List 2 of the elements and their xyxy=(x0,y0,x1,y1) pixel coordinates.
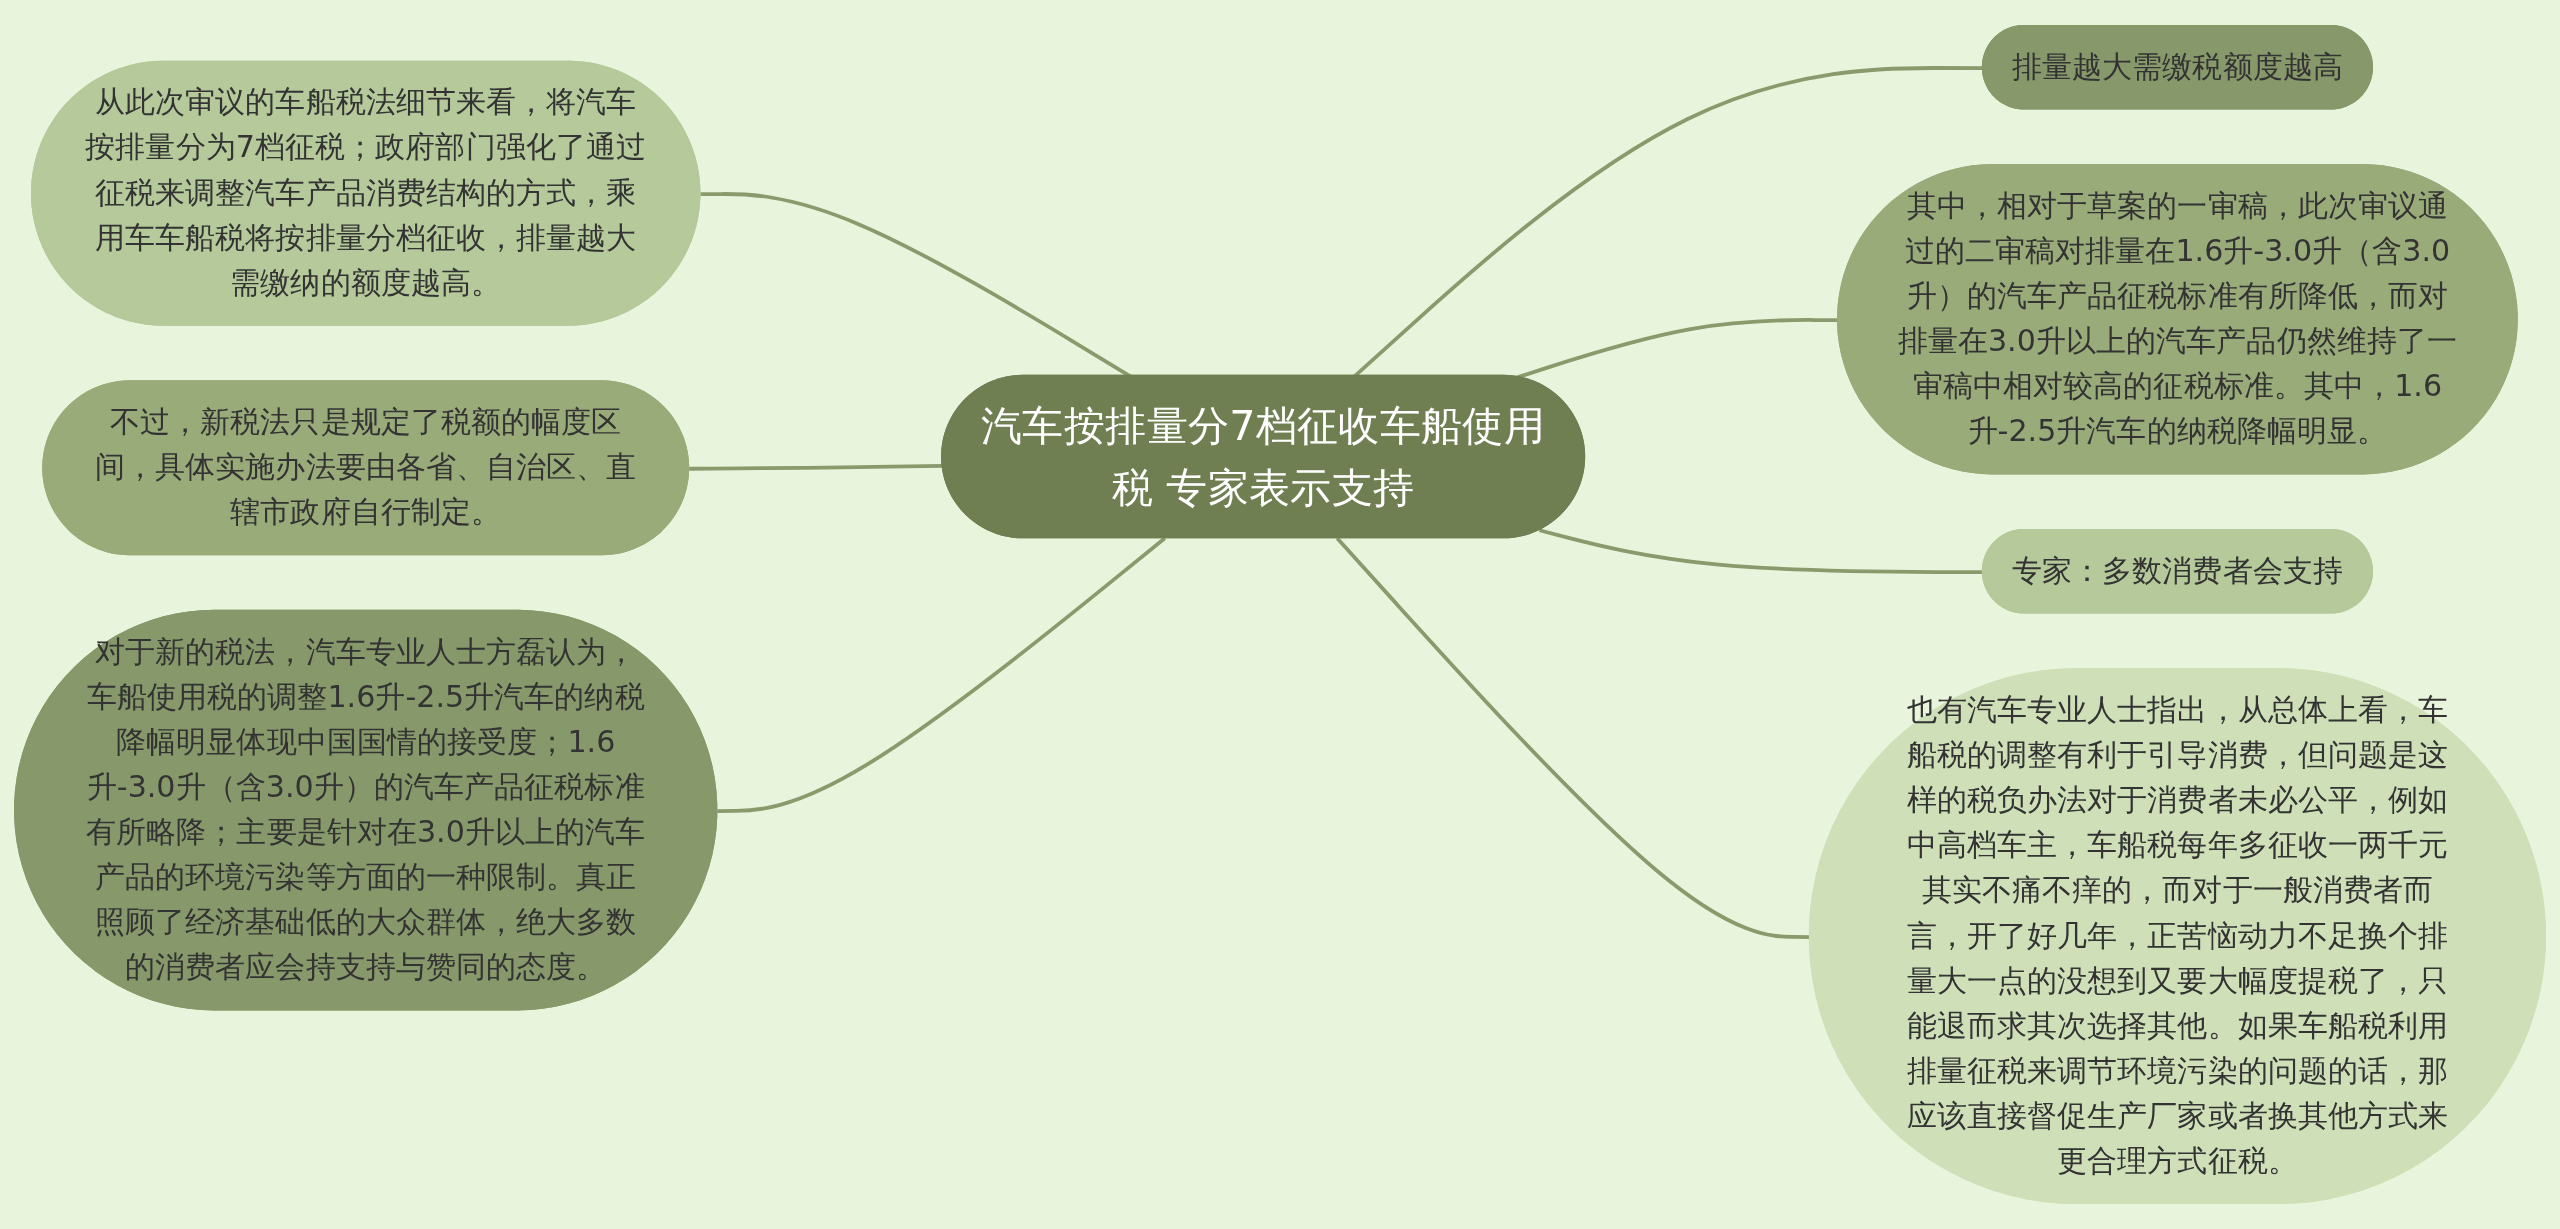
connector xyxy=(1516,318,1839,380)
connector xyxy=(717,536,1166,813)
